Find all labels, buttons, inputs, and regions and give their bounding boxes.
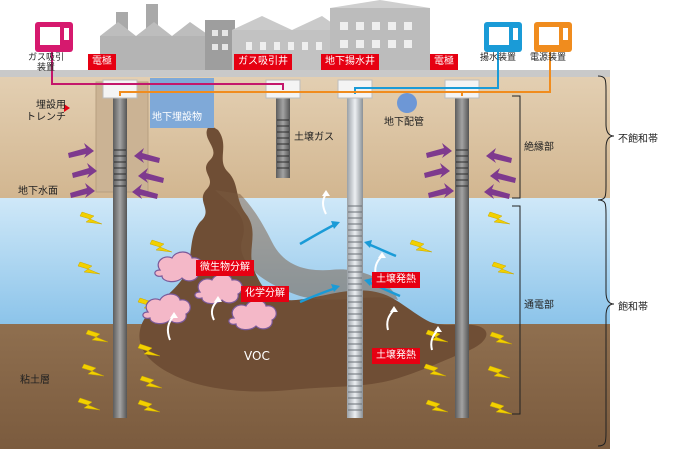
microbe-clouds [142, 251, 277, 331]
electrode-right-pipe [455, 96, 469, 418]
voc-label: VOC [244, 349, 270, 363]
soil-gas-label: 土壌ガス [294, 132, 334, 143]
insulated-section-label: 絶縁部 [524, 142, 554, 153]
section-brackets [512, 75, 615, 447]
trench-marker [64, 104, 70, 112]
underground-structure [150, 78, 214, 128]
ground-surface [0, 70, 610, 77]
microbial-decomposition-tag: 微生物分解 [196, 260, 254, 276]
conductive-section-label: 通電部 [524, 300, 554, 311]
trench-label: 埋設用 トレンチ [26, 100, 66, 123]
power-device-label: 電源装置 [530, 53, 567, 63]
piping [51, 52, 551, 96]
underground-structure-label: 地下埋設物 [152, 112, 202, 123]
electrode-right-tag: 電極 [430, 54, 458, 70]
pumping-well-tag: 地下揚水井 [321, 54, 379, 70]
gas-suction-well-tag: ガス吸引井 [234, 54, 292, 70]
underground-pipe [397, 93, 417, 113]
gas-suction-device-label: ガス吸引 装置 [28, 53, 65, 74]
pump-device-label: 揚水装置 [480, 53, 517, 63]
water-table-label: 地下水面 [18, 186, 58, 197]
unsaturated-zone-label: 不飽和帯 [618, 134, 658, 145]
clay-layer-label: 粘土層 [20, 375, 50, 386]
underground-pipe-label: 地下配管 [384, 117, 424, 128]
saturated-zone-label: 飽和帯 [618, 302, 648, 313]
electrode-left-tag: 電極 [88, 54, 116, 70]
lightning-bolts [77, 211, 515, 415]
pumping-well-pipe [347, 96, 363, 418]
electrode-left-pipe [113, 96, 127, 418]
soil-heating-tag-upper: 土壌発熱 [372, 272, 420, 288]
voc-plume [139, 125, 487, 392]
gas-suction-well-pipe [276, 96, 290, 178]
soil-gas-arrows [68, 143, 516, 199]
chemical-decomposition-tag: 化学分解 [241, 286, 289, 302]
soil-heating-tag-lower: 土壌発熱 [372, 348, 420, 364]
